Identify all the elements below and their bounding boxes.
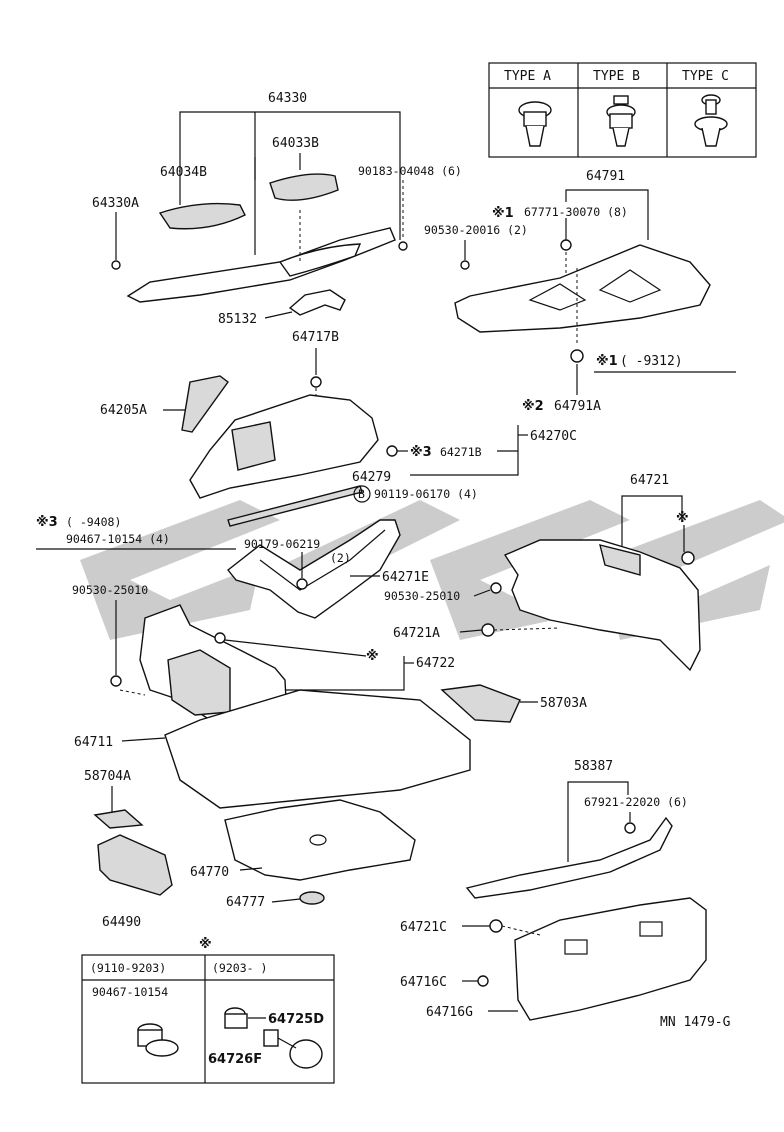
trunk-floor-mat-64711 bbox=[164, 689, 471, 809]
label-85132: 85132 bbox=[218, 312, 257, 327]
side-trim-group: 90530-25010 ※ 64722 64711 bbox=[72, 583, 471, 809]
pad-58704a bbox=[93, 809, 144, 829]
type-b-clip-icon bbox=[606, 95, 636, 147]
legend-col1: (9110-9203) bbox=[90, 961, 166, 975]
type-c-header: TYPE C bbox=[682, 69, 729, 84]
label-90179-qty: (2) bbox=[330, 551, 351, 565]
label-64791A: 64791A bbox=[554, 399, 601, 414]
legend-mark: ※ bbox=[199, 937, 212, 952]
scuff-plate-group: 58387 67921-22020 (6) bbox=[465, 759, 688, 899]
label-64271B-mark: ※3 bbox=[410, 445, 432, 460]
label-64330: 64330 bbox=[268, 91, 307, 106]
legend-part1: 90467-10154 bbox=[92, 985, 168, 999]
label-64721-mark: ※ bbox=[676, 511, 689, 526]
label-90467-top: 90467-10154 (4) bbox=[66, 532, 170, 546]
label-64725D: 64725D bbox=[268, 1012, 324, 1027]
label-90530-20016: 90530-20016 (2) bbox=[424, 223, 528, 237]
sound-pad-64033b bbox=[269, 173, 339, 201]
bracket-85132 bbox=[288, 289, 346, 316]
back-panel-trim bbox=[514, 897, 707, 1021]
floor-mat-64770 bbox=[224, 799, 416, 881]
label-64722-mark: ※ bbox=[366, 649, 379, 664]
diagram-code: MN 1479-G bbox=[660, 1015, 731, 1030]
type-c-clip-icon bbox=[694, 94, 728, 147]
label-64034B: 64034B bbox=[160, 165, 207, 180]
panel-64205a bbox=[181, 375, 229, 433]
label-64330A: 64330A bbox=[92, 196, 139, 211]
label-58387: 58387 bbox=[574, 759, 613, 774]
rear-panel-trim bbox=[189, 394, 379, 499]
label-64722: 64722 bbox=[416, 656, 455, 671]
label-90530-25010-r: 90530-25010 bbox=[384, 589, 460, 603]
mat-58703a-group: 58703A bbox=[440, 684, 587, 723]
fastener-type-table: TYPE A TYPE B TYPE C bbox=[488, 62, 757, 158]
label-64777: 64777 bbox=[226, 895, 265, 910]
label-64721C: 64721C bbox=[400, 920, 447, 935]
label-67921: 67921-22020 (6) bbox=[584, 795, 688, 809]
package-tray-board bbox=[126, 227, 396, 303]
note3-group: ※3 ( -9408) 90467-10154 (4) bbox=[36, 515, 236, 550]
label-90530-25010-l: 90530-25010 bbox=[72, 583, 148, 597]
label-64271E: 64271E bbox=[382, 570, 429, 585]
label-64721: 64721 bbox=[630, 473, 669, 488]
trunk-lid-lining bbox=[454, 244, 711, 333]
label-67771: 67771-30070 (8) bbox=[524, 205, 628, 219]
label-90179: 90179-06219 bbox=[244, 537, 320, 551]
label-67771-mark: ※1 bbox=[492, 206, 514, 221]
sound-pad-64034b bbox=[158, 202, 246, 230]
label-90119: 90119-06170 (4) bbox=[374, 487, 478, 501]
weatherstrip-64279 bbox=[227, 485, 363, 527]
label-90119-mark: B bbox=[358, 487, 365, 501]
trunk-lid-lining-group: 64791 ※1 67771-30070 (8) 90530-20016 (2)… bbox=[424, 169, 736, 414]
label-64721A: 64721A bbox=[393, 626, 440, 641]
label-64279: 64279 bbox=[352, 470, 391, 485]
clip-64726f-icon bbox=[263, 1029, 323, 1069]
label-64205A: 64205A bbox=[100, 403, 147, 418]
jack-holder-64490 bbox=[97, 834, 173, 896]
label-64791: 64791 bbox=[586, 169, 625, 184]
jack-cover-group: 58704A 64490 bbox=[84, 769, 173, 930]
quarter-trim-64721 bbox=[503, 539, 701, 672]
label-64033B: 64033B bbox=[272, 136, 319, 151]
type-a-clip-icon bbox=[518, 101, 552, 147]
legend-box: ※ (9110-9203) (9203- ) 90467-10154 64725… bbox=[81, 937, 335, 1084]
label-64717B: 64717B bbox=[292, 330, 339, 345]
label-90183: 90183-04048 (6) bbox=[358, 164, 462, 178]
type-a-header: TYPE A bbox=[504, 69, 551, 84]
note3-mark: ※3 bbox=[36, 515, 58, 530]
cover-64271e-group: 90179-06219 (2) 64271E bbox=[227, 519, 429, 619]
mat-58703a bbox=[440, 684, 521, 723]
label-64490: 64490 bbox=[102, 915, 141, 930]
label-64770: 64770 bbox=[190, 865, 229, 880]
label-64791A-mark: ※2 bbox=[522, 399, 544, 414]
label-64716C: 64716C bbox=[400, 975, 447, 990]
note1-mark: ※1 bbox=[596, 354, 618, 369]
rear-panel-trim-group: 64717B 64205A ※3 64271B 64270C 64279 B 9… bbox=[100, 330, 577, 527]
note1-text: ( -9312) bbox=[620, 354, 683, 369]
note3-text: ( -9408) bbox=[66, 515, 121, 529]
label-64271B: 64271B bbox=[440, 445, 482, 459]
label-64726F: 64726F bbox=[208, 1052, 262, 1067]
legend-col2: (9203- ) bbox=[212, 961, 267, 975]
clip-90467-icon bbox=[137, 1023, 179, 1057]
cover-64271e bbox=[227, 519, 401, 619]
clip-64725d-icon bbox=[224, 1007, 248, 1029]
back-panel-group: 64721C 64716C 64716G bbox=[400, 897, 707, 1021]
package-tray-group: 64330 64034B 64033B 90183-04048 (6) 6433… bbox=[92, 91, 462, 327]
type-b-header: TYPE B bbox=[593, 69, 640, 84]
label-64716G: 64716G bbox=[426, 1005, 473, 1020]
label-64711: 64711 bbox=[74, 735, 113, 750]
floor-mat-group: 64770 64777 bbox=[190, 799, 416, 910]
scuff-plate-58387 bbox=[465, 816, 673, 899]
label-58703A: 58703A bbox=[540, 696, 587, 711]
label-58704A: 58704A bbox=[84, 769, 131, 784]
quarter-trim-group: 64721 ※ 90530-25010 64721A bbox=[384, 473, 701, 672]
label-64270C: 64270C bbox=[530, 429, 577, 444]
